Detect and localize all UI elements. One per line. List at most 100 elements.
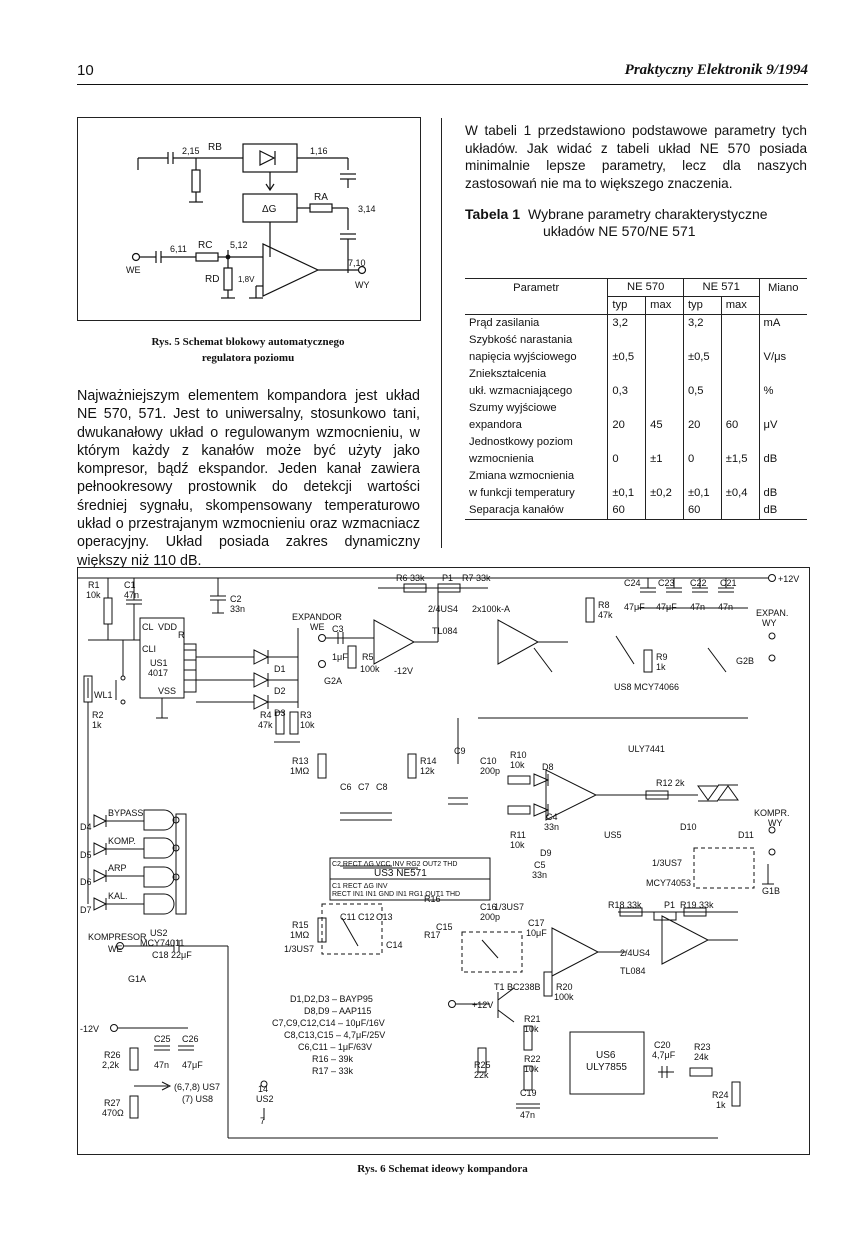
f6-r15v: 1MΩ: [290, 930, 310, 940]
cell-m570: [645, 349, 684, 366]
cell-m570: ±1: [645, 451, 684, 468]
f6-r22v: 10k: [524, 1064, 539, 1074]
f6-parts6: R16 – 39k: [312, 1054, 354, 1064]
f6-c16: C16: [480, 902, 497, 912]
cell-m571: [720, 502, 759, 520]
f6-r25v: 22k: [474, 1070, 489, 1080]
figure-6-schematic: R1 10k C1 47n C2 33n R6 33k P1 R7 33k 2/…: [77, 567, 810, 1155]
f6-us2t: MCY74011: [140, 938, 184, 948]
f6-r18: R18 33k: [608, 900, 642, 910]
f6-vss: VSS: [158, 686, 176, 696]
cell-unit: [758, 366, 807, 383]
f6-c25v: 47n: [154, 1060, 169, 1070]
f6-r26v: 2,2k: [102, 1060, 120, 1070]
f6-mcy74053: MCY74053: [646, 878, 691, 888]
f6-r20v: 100k: [554, 992, 574, 1002]
f6-c20: C20: [654, 1040, 671, 1050]
cell-m571: [720, 332, 759, 349]
f6-us4a: 2/4US4: [428, 604, 458, 614]
f6-c6: C6: [340, 782, 352, 792]
f6-p1b: P1: [664, 900, 675, 910]
f6-us3top: C2 RECT ΔG VCC INV RG2 OUT2 THD: [332, 861, 457, 868]
cell-unit: [758, 434, 807, 451]
right-paragraph: W tabeli 1 przedstawiono podstawowe para…: [465, 123, 807, 192]
f6-c7: C7: [358, 782, 370, 792]
th-typ-570: typ: [607, 296, 646, 315]
cell-m570: [645, 502, 684, 520]
f6-c21v: 47n: [718, 602, 733, 612]
f6-r9: R9: [656, 652, 668, 662]
fig5-label-rc: RC: [198, 240, 212, 251]
figure-6-caption: Rys. 6 Schemat ideowy kompandora: [357, 1163, 528, 1175]
f6-kompresor: KOMPRESOR: [88, 932, 147, 942]
f6-m12: -12V: [394, 666, 413, 676]
f6-us1: US1: [150, 658, 168, 668]
f6-c10v: 200p: [480, 766, 500, 776]
f6-us6: US6: [596, 1050, 616, 1061]
fig5-label-215: 2,15: [182, 146, 200, 156]
param-name: expandora: [469, 419, 522, 431]
f6-us1t: 4017: [148, 668, 168, 678]
th-param: Parametr: [465, 278, 608, 297]
f6-we2: WE: [108, 944, 123, 954]
cell-m570: [645, 434, 684, 451]
f6-us3: US3 NE571: [374, 868, 427, 879]
f6-wy: WY: [762, 618, 777, 628]
cell-t570: [607, 434, 646, 451]
f6-c25: C25: [154, 1034, 171, 1044]
f6-wl1: WL1: [94, 690, 113, 700]
f6-d6: D6: [80, 877, 92, 887]
fig5-label-710: 7,10: [348, 258, 366, 268]
f6-r14v: 12k: [420, 766, 435, 776]
f6-kompr: KOMPR.: [754, 808, 790, 818]
f6-we: WE: [310, 622, 325, 632]
f6-r21v: 10k: [524, 1024, 539, 1034]
cell-unit: dB: [758, 502, 807, 520]
f6-us5: US5: [604, 830, 622, 840]
f6-r23v: 24k: [694, 1052, 709, 1062]
f6-cli: CLI: [142, 644, 156, 654]
cell-m571: [720, 314, 759, 332]
f6-d5: D5: [80, 850, 92, 860]
cell-m570: [645, 366, 684, 383]
cell-t571: [682, 332, 722, 349]
f6-d11: D11: [738, 830, 754, 840]
param-name: ukł. wzmacniającego: [469, 385, 573, 397]
f6-tl084b: TL084: [620, 966, 646, 976]
cell-t570: [607, 468, 646, 485]
f6-plus12: +12V: [778, 574, 799, 584]
cell-m571: [720, 434, 759, 451]
f6-parts7: R17 – 33k: [312, 1066, 354, 1076]
cell-unit: %: [758, 383, 807, 400]
f6-c24: C24: [624, 578, 641, 588]
f6-parts3: C7,C9,C12,C14 – 10μF/16V: [272, 1018, 385, 1028]
cell-unit: [758, 468, 807, 485]
figure-5-caption-line1: Rys. 5 Schemat blokowy automatycznego: [151, 336, 345, 348]
cell-unit: [758, 400, 807, 417]
f6-c17: C17: [528, 918, 545, 928]
f6-r7: R7 33k: [462, 573, 491, 583]
f6-c2v: 33n: [230, 604, 245, 614]
f6-r23: R23: [694, 1042, 711, 1052]
cell-t570: 3,2: [607, 314, 646, 332]
f6-d2: D2: [274, 686, 286, 696]
f6-r10v: 10k: [510, 760, 525, 770]
f6-r3: R3: [300, 710, 312, 720]
f6-r27v: 470Ω: [102, 1108, 124, 1118]
cell-t570: 0,3: [607, 383, 646, 400]
param-name: w funkcji temperatury: [469, 487, 575, 499]
table-caption-label: Tabela 1: [465, 206, 520, 222]
cell-t571: [682, 434, 722, 451]
f6-c1: C1: [124, 580, 136, 590]
f6-us7b: 1/3US7: [284, 944, 314, 954]
cell-m570: 45: [645, 417, 684, 434]
f6-d4: D4: [80, 822, 92, 832]
cell-t570: [607, 366, 646, 383]
f6-parts4: C8,C13,C15 – 4,7μF/25V: [284, 1030, 385, 1040]
cell-t571: [682, 366, 722, 383]
cell-m570: [645, 400, 684, 417]
f6-c11: C11: [340, 912, 356, 922]
f6-c17v: 10μF: [526, 928, 547, 938]
